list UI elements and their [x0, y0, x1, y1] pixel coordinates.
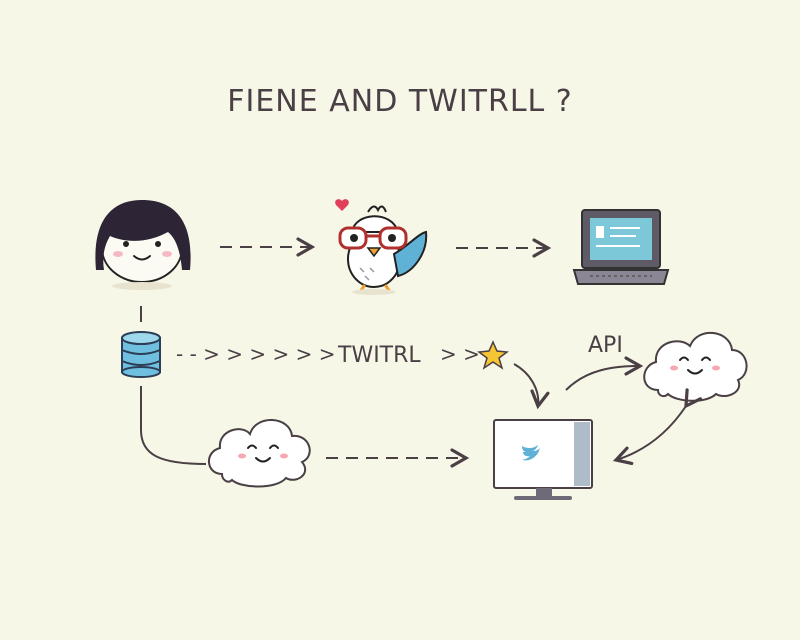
person-icon [95, 200, 191, 290]
laptop-icon [572, 209, 670, 285]
api-label: API [588, 333, 623, 358]
connector-db-to-cloud [140, 386, 207, 465]
twitter-bird-icon [335, 199, 428, 295]
database-icon [121, 306, 161, 378]
star-icon [477, 340, 509, 370]
twitter-bird-small-icon [522, 445, 540, 461]
middle-arrows-right: > > [440, 342, 480, 366]
cloud-icon [643, 331, 748, 402]
monitor-icon [493, 419, 593, 500]
arrow-cloud-monitor-bidirectional [612, 388, 703, 466]
heart-icon [335, 199, 349, 211]
middle-arrows-left: - - > > > > > > [176, 342, 335, 366]
arrow-star-to-monitor [513, 363, 550, 410]
arrow-monitor-to-cloud [565, 356, 644, 391]
cloud-icon [208, 419, 311, 488]
middle-flow-label: TWITRL [337, 343, 421, 368]
diagram-title: FIENE AND TWITRLL ? [227, 84, 573, 119]
